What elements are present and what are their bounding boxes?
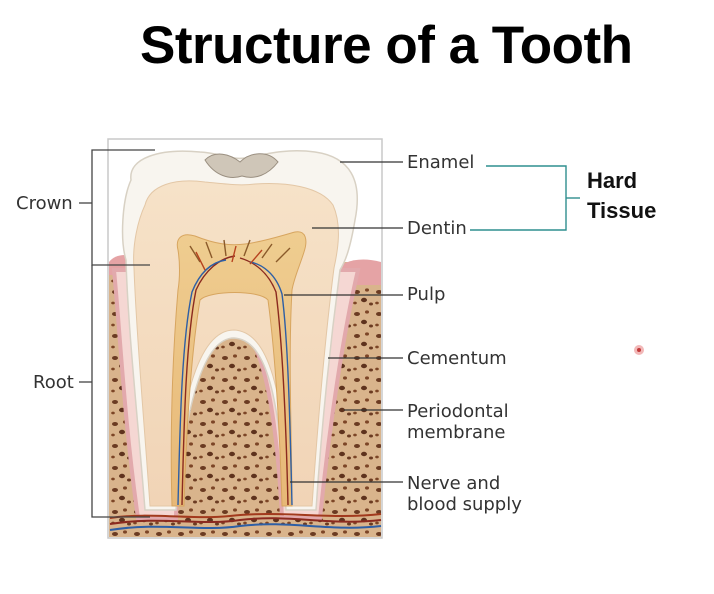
label-periodontal-line1: Periodontal [407,401,509,422]
nerve-vessels [177,239,293,506]
root-bracket [79,265,150,518]
bottom-nerve-bundle [109,513,382,531]
label-nerve-line1: Nerve and [407,473,501,494]
label-cementum: Cementum [407,348,507,369]
label-nerve-line2: blood supply [407,494,522,515]
label-root: Root [33,372,74,393]
label-periodontal-line2: membrane [407,422,506,443]
label-crown: Crown [16,193,73,214]
label-enamel: Enamel [407,152,475,173]
label-dentin: Dentin [407,218,467,239]
crown-bracket [79,149,155,266]
pointer-cursor-icon [634,345,644,355]
hard-tissue-line1: Hard [587,168,638,193]
hard-tissue-line2: Tissue [587,198,657,223]
leader-lines [284,161,403,483]
hard-tissue-label: Hard Tissue [587,166,656,226]
enamel-fissure [204,153,279,178]
page-title: Structure of a Tooth [140,16,633,75]
label-pulp: Pulp [407,284,446,305]
hard-tissue-bracket [470,165,580,231]
pulp-chamber [170,231,307,507]
